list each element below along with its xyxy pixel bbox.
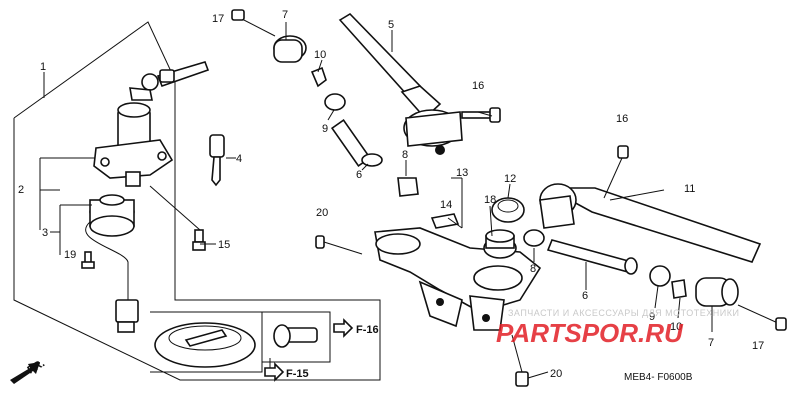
ref-f16: F-16	[356, 324, 379, 336]
left-handlebar	[338, 12, 463, 155]
top-bridge	[374, 227, 542, 331]
spare-key	[209, 134, 225, 187]
front-label: FR.	[26, 357, 47, 376]
callout-8b: 8	[530, 263, 536, 275]
callout-2: 2	[18, 184, 24, 196]
callout-9b: 9	[649, 311, 655, 323]
callout-7b: 7	[708, 337, 714, 349]
lock-cylinder	[85, 194, 139, 333]
cap-18	[483, 229, 517, 259]
key-set	[129, 61, 210, 101]
callout-14: 14	[440, 199, 452, 211]
bolt-20-top	[315, 235, 363, 255]
callout-11: 11	[684, 183, 695, 195]
callout-6a: 6	[356, 169, 362, 181]
ref-arrow-f16	[333, 318, 354, 338]
callout-1: 1	[40, 61, 46, 73]
nut-8-right	[523, 229, 545, 247]
bolt-15	[192, 229, 206, 251]
callout-4: 4	[236, 153, 242, 165]
ignition-group-frame	[13, 21, 381, 381]
plate-14	[430, 213, 460, 229]
bolt-16-left	[461, 107, 501, 123]
callout-3: 3	[42, 227, 48, 239]
callout-10b: 10	[670, 321, 682, 333]
callout-5: 5	[388, 19, 394, 31]
ref-arrow-f15	[264, 358, 285, 382]
callout-16a: 16	[472, 80, 484, 92]
callout-8a: 8	[402, 149, 408, 161]
ignition-switch	[93, 102, 174, 187]
bolt-19	[81, 251, 95, 269]
right-handlebar	[539, 183, 762, 263]
bolt-16-right	[603, 145, 629, 199]
fuel-cap-cover	[150, 311, 331, 373]
callout-18: 18	[484, 194, 496, 206]
callout-19: 19	[64, 249, 76, 261]
shaft-6-right	[546, 239, 638, 275]
left-inner-parts	[310, 66, 419, 197]
right-end-parts	[649, 265, 787, 331]
callout-7a: 7	[282, 9, 288, 21]
callout-20a: 20	[316, 207, 328, 219]
cap-12	[491, 197, 525, 223]
bar-end-weight-left	[231, 9, 307, 63]
front-arrow	[10, 362, 40, 384]
watermark-logo: PARTSPOR.RU	[496, 318, 684, 348]
callout-17b: 17	[752, 340, 764, 352]
callout-16b: 16	[616, 113, 628, 125]
callout-12: 12	[504, 173, 516, 185]
leader-lines	[39, 22, 713, 379]
callout-20b: 20	[550, 368, 562, 380]
callout-17a: 17	[212, 13, 224, 25]
ref-f15: F-15	[286, 368, 309, 380]
diagram-code: MEB4- F0600B	[624, 372, 693, 383]
callout-15: 15	[218, 239, 230, 251]
callout-9a: 9	[322, 123, 328, 135]
watermark-tagline: ЗАПЧАСТИ И АКСЕССУАРЫ ДЛЯ МОТОТЕХНИКИ	[508, 308, 739, 318]
callout-13: 13	[456, 167, 468, 179]
callout-10a: 10	[314, 49, 326, 61]
bolt-20-bottom	[511, 334, 529, 387]
callout-6b: 6	[582, 290, 588, 302]
